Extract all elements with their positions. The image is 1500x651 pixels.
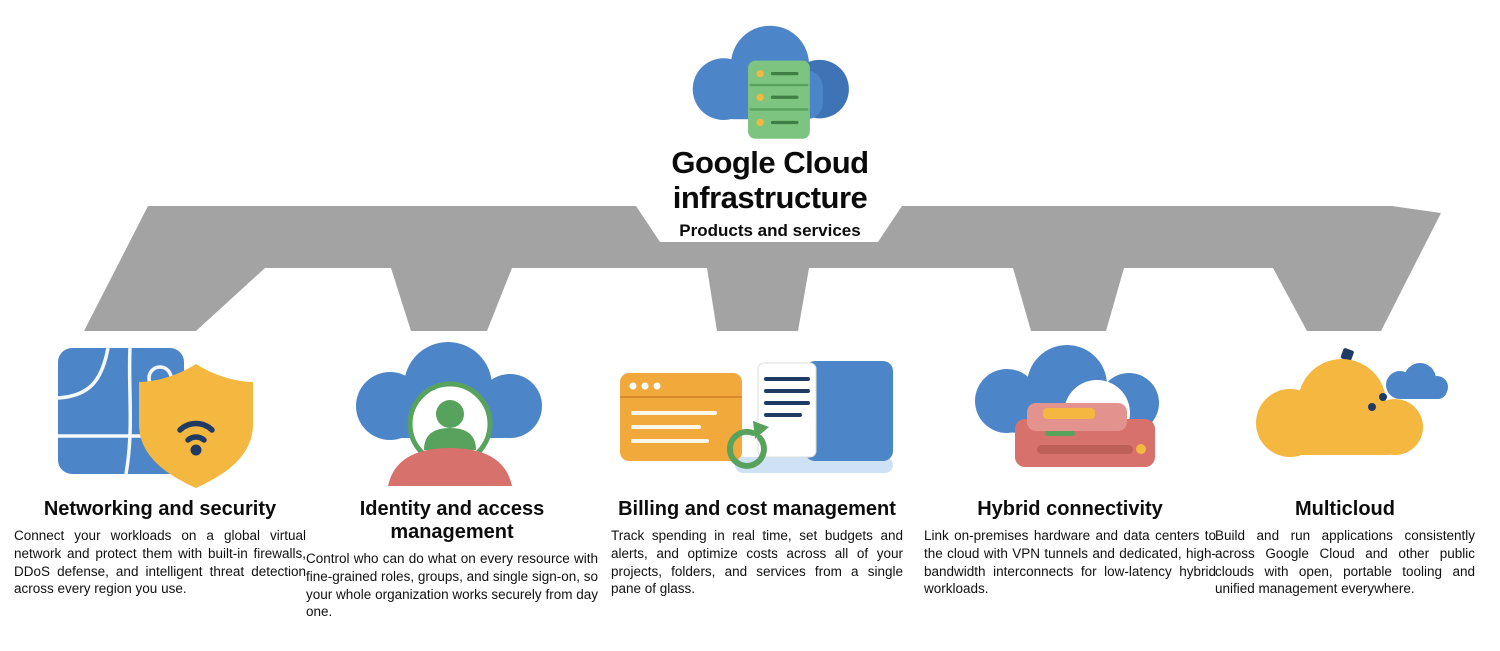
hybrid-device-icon <box>975 345 1159 467</box>
branch-icon-wrap <box>306 336 598 488</box>
branch-description: Connect your workloads on a global virtu… <box>14 528 306 597</box>
branch-title: Multicloud <box>1295 498 1395 520</box>
branch-networking: Networking and security Connect your wor… <box>14 336 306 598</box>
root-tagline: Products and services <box>679 221 861 241</box>
branch-icon-wrap <box>1215 336 1475 488</box>
branch-description: Build and run applications consistently … <box>1215 528 1475 597</box>
branch-billing: Billing and cost management Track spendi… <box>611 336 903 598</box>
branch-icon-wrap <box>924 336 1216 488</box>
cloud-server-icon <box>692 25 849 139</box>
cloud-users-icon <box>356 342 542 486</box>
branch-identity: Identity and access management Control w… <box>306 336 598 621</box>
branch-icon-wrap <box>14 336 306 488</box>
branch-hybrid: Hybrid connectivity Link on-premises har… <box>924 336 1216 598</box>
branch-title: Networking and security <box>43 498 277 520</box>
branch-description: Control who can do what on every resourc… <box>306 551 598 620</box>
branch-description: Link on-premises hardware and data cente… <box>924 528 1216 597</box>
branch-multicloud: Multicloud Build and run applications co… <box>1215 336 1475 598</box>
billing-icon <box>619 361 893 473</box>
network-shield-icon <box>57 347 253 488</box>
branch-icon-wrap <box>611 336 903 488</box>
root-title: Google Cloud infrastructure <box>671 145 869 215</box>
branch-description: Track spending in real time, set budgets… <box>611 528 903 597</box>
branch-title: Hybrid connectivity <box>977 498 1163 520</box>
branch-title: Billing and cost management <box>618 498 896 520</box>
branch-title: Identity and access management <box>359 498 545 543</box>
multicloud-icon <box>1256 348 1448 457</box>
root-node: Google Cloud infrastructure Products and… <box>560 20 980 241</box>
